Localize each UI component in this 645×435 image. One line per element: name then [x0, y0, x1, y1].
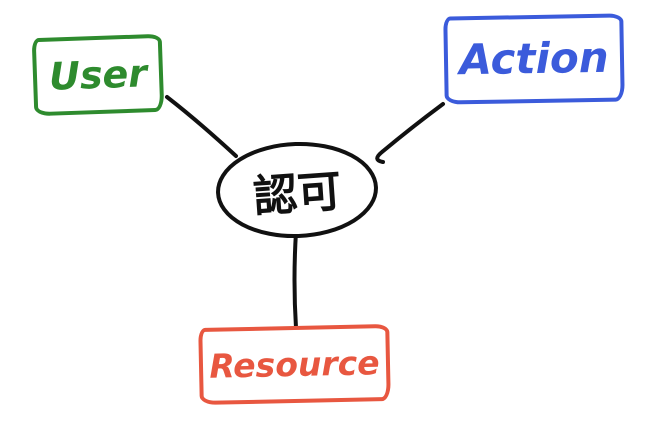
node-user: User [31, 33, 165, 117]
node-user-label: User [48, 51, 148, 99]
edge-action-center [375, 102, 445, 164]
center-node-ellipse [216, 141, 378, 239]
edge-resource-center [292, 230, 298, 330]
node-resource: Resource [198, 324, 391, 405]
center-node-label: 認可 [251, 165, 343, 223]
edge-user-center [165, 95, 238, 158]
node-resource-label: Resource [209, 343, 380, 386]
node-action-label: Action [458, 32, 610, 85]
node-action: Action [443, 13, 625, 105]
